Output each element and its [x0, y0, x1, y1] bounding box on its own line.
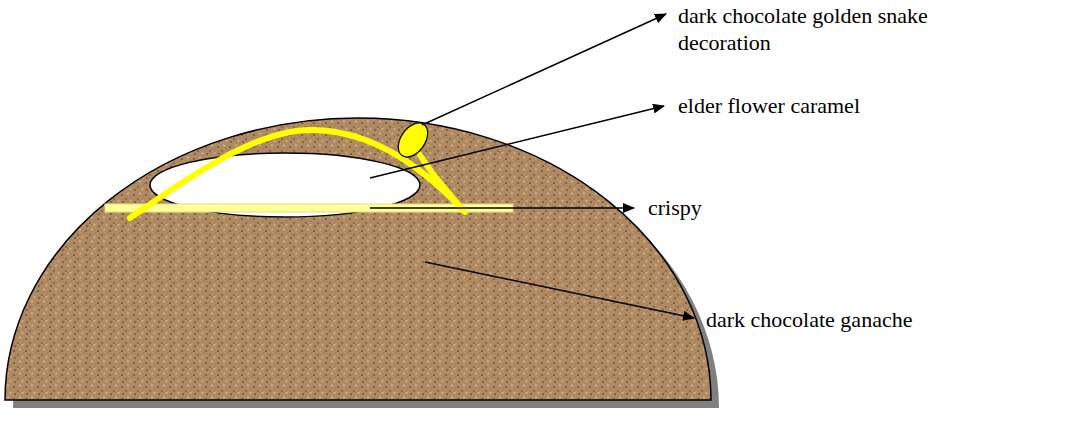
callout-label: crispy: [648, 194, 1008, 221]
leader-arrow: [370, 207, 634, 209]
leader-arrow: [422, 14, 666, 125]
leader-arrow: [370, 106, 664, 178]
snake-head: [392, 118, 433, 163]
callout-label: dark chocolate golden snake decoration: [678, 2, 978, 56]
ganache-dome: [5, 118, 711, 400]
leader-arrow: [425, 262, 694, 318]
callout-label: elder flower caramel: [678, 92, 1038, 119]
callout-label: dark chocolate ganache: [706, 306, 1056, 333]
